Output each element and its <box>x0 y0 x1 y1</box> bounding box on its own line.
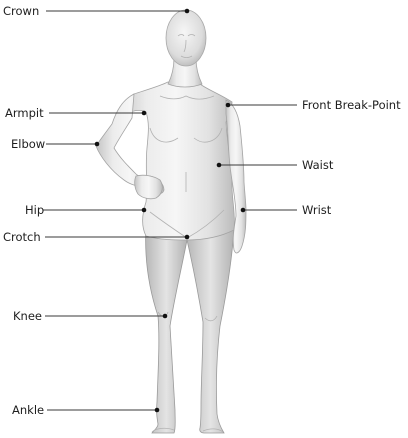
right-leg <box>186 227 235 434</box>
landmark-crown: Crown <box>3 4 190 18</box>
marker-dot-ankle <box>154 407 160 413</box>
landmark-elbow: Elbow <box>11 137 100 151</box>
label-crown: Crown <box>3 4 39 18</box>
marker-dot-front-break-point <box>225 102 231 108</box>
landmark-wrist: Wrist <box>240 203 332 217</box>
label-waist: Waist <box>302 158 334 172</box>
marker-dot-crown <box>184 8 190 14</box>
marker-dot-crotch <box>184 234 190 240</box>
marker-dot-waist <box>216 162 222 168</box>
abdomen-contour <box>149 172 225 239</box>
marker-dot-armpit <box>141 110 147 116</box>
landmark-front-break-point: Front Break-Point <box>225 98 401 112</box>
label-ankle: Ankle <box>12 403 44 417</box>
label-armpit: Armpit <box>5 106 44 120</box>
label-knee: Knee <box>13 309 42 323</box>
landmark-hip: Hip <box>25 203 147 217</box>
left-hand <box>134 174 163 200</box>
label-hip: Hip <box>25 203 44 217</box>
left-foot <box>151 427 175 433</box>
marker-dot-wrist <box>240 207 246 213</box>
mannequin-figure <box>95 9 247 434</box>
left-leg <box>145 225 188 434</box>
label-front-break-point: Front Break-Point <box>302 98 401 112</box>
face-contour <box>177 34 196 58</box>
marker-dot-elbow <box>94 141 100 147</box>
landmark-ankle: Ankle <box>12 403 160 417</box>
right-arm <box>225 99 247 254</box>
label-wrist: Wrist <box>302 203 332 217</box>
landmark-knee: Knee <box>13 309 168 323</box>
marker-dot-hip <box>141 207 147 213</box>
landmark-armpit: Armpit <box>5 106 147 120</box>
landmark-crotch: Crotch <box>3 230 190 244</box>
neck <box>167 57 203 88</box>
right-foot <box>202 428 224 433</box>
marker-dot-knee <box>162 313 168 319</box>
label-crotch: Crotch <box>3 230 41 244</box>
bust-contour <box>149 127 223 143</box>
label-elbow: Elbow <box>11 137 45 151</box>
shoulder-contour <box>159 95 215 100</box>
landmark-waist: Waist <box>216 158 334 172</box>
